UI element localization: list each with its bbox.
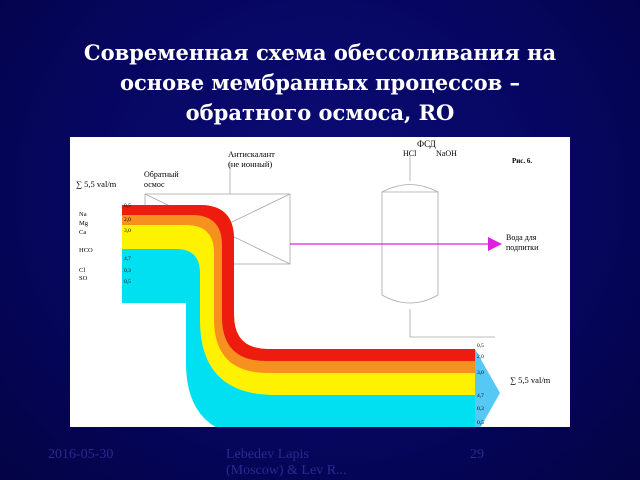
outlet-value-6: 0,5 [477,420,484,426]
inlet-value-2: 2,0 [124,217,131,223]
inlet-value-3: 3,0 [124,228,131,234]
makeup-water-arrow-head [488,237,502,251]
footer-date: 2016-05-30 [48,447,114,462]
outlet-value-3: 3,0 [477,370,484,376]
inlet-value-6: 0,5 [124,279,131,285]
outlet-value-1: 0,5 [477,343,484,349]
fsd-vessel [381,184,439,304]
title-line-3: обратного осмоса, RO [185,100,455,125]
inlet-value-4: 4,7 [124,256,131,262]
ion-hco: HCO [79,247,93,254]
antiscalant-label-2: (не ионный) [228,159,272,169]
fig-label: Рис. 6. [512,157,532,165]
hcl-label: HCl [403,149,417,158]
fsd-label: ФСД [417,139,436,149]
ro-label-1: Обратный [144,170,179,179]
title-line-2: основе мембранных процессов – [119,70,521,95]
desalination-diagram: Рис. 6. Антискалант (не ионный) Обратный… [70,137,570,427]
antiscalant-label-1: Антискалант [228,149,275,159]
outlet-value-5: 0,3 [477,406,484,412]
makeup-water-label-2: подпитки [506,243,539,252]
outlet-tip [475,349,500,427]
band-yellow [122,205,475,395]
footer-page-number: 29 [470,447,484,462]
ion-na: Na [79,211,87,218]
outlet-value-4: 4,7 [477,393,484,399]
outlet-value-2: 2,0 [477,354,484,360]
footer-author-line-1: Lebedev Lapis [226,447,309,462]
makeup-water-label-1: Вода для [506,233,537,242]
ion-ca: Ca [79,229,86,236]
ro-label-2: осмос [144,180,165,189]
ion-cl: Cl [79,267,85,274]
ion-mg: Mg [79,220,89,227]
naoh-label: NaOH [436,149,457,158]
inlet-value-1: 0,5 [124,203,131,209]
diagram-svg: Рис. 6. Антискалант (не ионный) Обратный… [76,139,551,427]
inlet-value-5: 0,3 [124,268,131,274]
inlet-total-label: ∑ 5,5 val/m [76,179,117,189]
title-line-1: Современная схема обессоливания на [83,40,557,65]
ion-so: SO [79,275,88,282]
footer-author-line-2: (Moscow) & Lev R... [226,463,347,478]
footer-author: Lebedev Lapis (Moscow) & Lev R... [226,447,416,479]
outlet-total-label: ∑ 5,5 val/m [510,375,551,385]
slide-title: Современная схема обессоливания на основ… [40,38,600,128]
